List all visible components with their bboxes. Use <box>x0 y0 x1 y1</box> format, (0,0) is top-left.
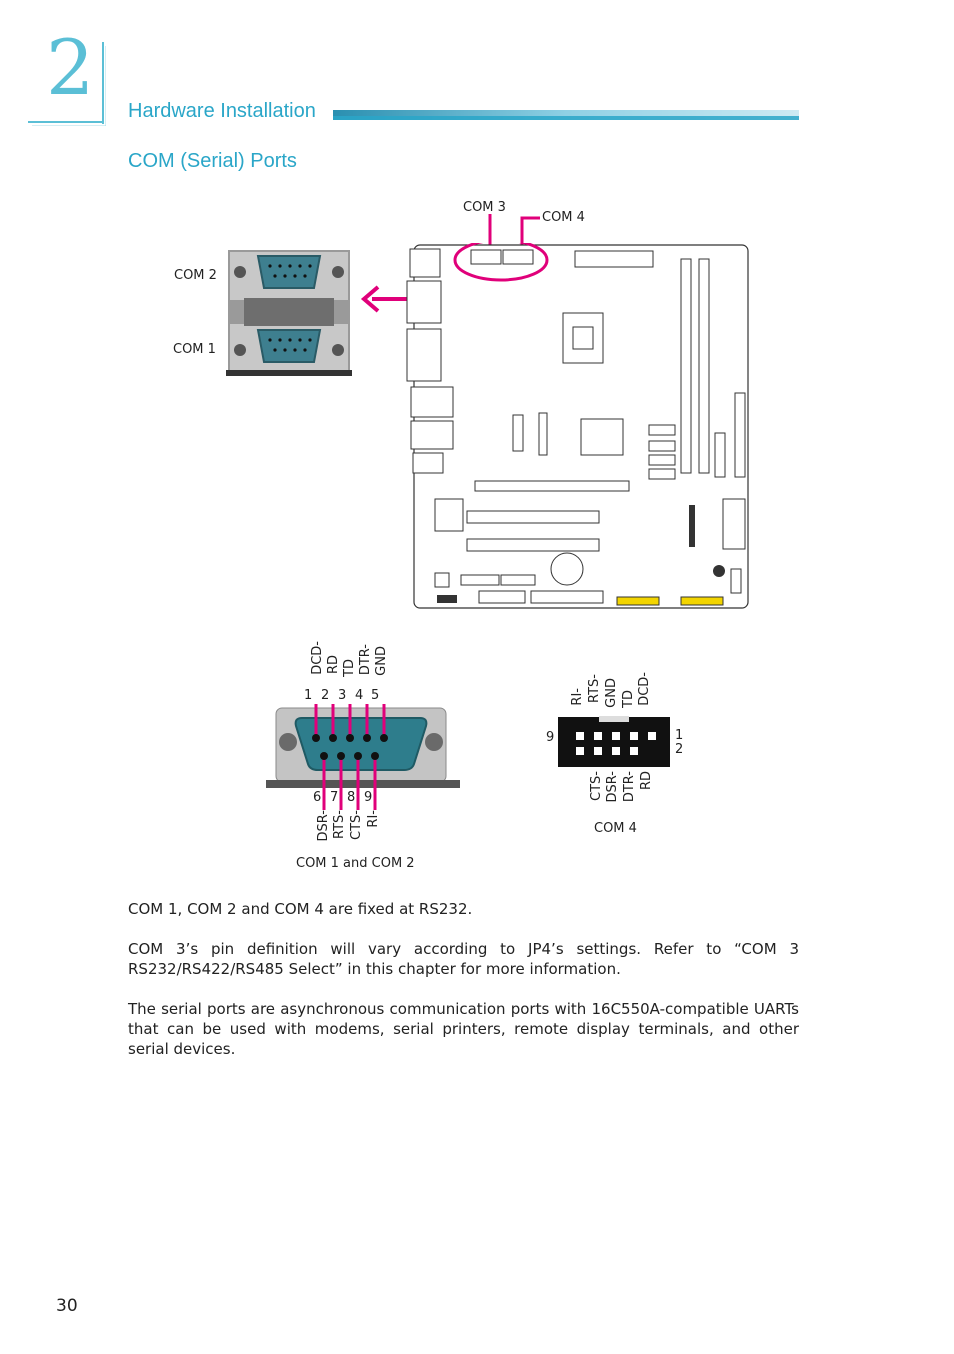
com4-pin-1: 1 <box>675 728 684 743</box>
db9-caption: COM 1 and COM 2 <box>296 856 415 871</box>
com4-label: COM 4 <box>542 210 585 225</box>
db9-pin-7: 7 <box>330 790 339 805</box>
db9-pin-3: 3 <box>338 688 347 703</box>
db9-pin-5: 5 <box>371 688 380 703</box>
com2-label: COM 2 <box>174 268 217 283</box>
db9-signal-dsr: DSR- <box>316 810 331 842</box>
com4-caption: COM 4 <box>594 821 637 836</box>
com4-signal-dcd: DCD- <box>637 672 652 706</box>
paragraph-serial-description: The serial ports are asynchronous commun… <box>128 1000 799 1058</box>
com4-signal-dsr: DSR- <box>605 771 620 803</box>
chapter-number: 2 <box>46 23 95 112</box>
db9-signal-gnd: GND <box>374 646 389 676</box>
chapter-number-frame <box>28 42 106 126</box>
com4-signal-gnd: GND <box>604 678 619 708</box>
db9-signal-dtr: DTR- <box>358 644 373 676</box>
db9-signal-rd: RD <box>326 655 341 675</box>
page-number: 30 <box>56 1296 78 1316</box>
db9-pin-leaders <box>312 704 388 810</box>
section-title: COM (Serial) Ports <box>128 150 297 172</box>
com4-header-image <box>558 716 670 767</box>
db9-signal-cts: CTS- <box>349 810 364 840</box>
com4-signal-td: TD <box>621 690 636 708</box>
paragraph-com3-definition: COM 3’s pin definition will vary accordi… <box>128 940 799 978</box>
chapter-title: Hardware Installation <box>128 100 316 122</box>
com4-signal-rts: RTS- <box>587 674 602 703</box>
db9-signal-ri: RI- <box>366 810 381 828</box>
paragraph-fixed-rs232: COM 1, COM 2 and COM 4 are fixed at RS23… <box>128 900 473 918</box>
com1-label: COM 1 <box>173 342 216 357</box>
db9-pin-4: 4 <box>355 688 364 703</box>
db9-pin-1: 1 <box>304 688 313 703</box>
com4-signal-dtr: DTR- <box>622 771 637 803</box>
db9-pin-9: 9 <box>364 790 373 805</box>
com4-signal-ri: RI- <box>570 688 585 706</box>
com-header-leaders <box>488 214 540 246</box>
header-gradient-bar <box>333 110 799 120</box>
com4-signal-rd: RD <box>639 771 654 791</box>
db9-signal-rts: RTS- <box>332 810 347 839</box>
db9-pin-6: 6 <box>313 790 322 805</box>
db9-connector-image <box>266 707 460 788</box>
com3-label: COM 3 <box>463 200 506 215</box>
motherboard-diagram <box>406 243 749 609</box>
db9-pin-2: 2 <box>321 688 330 703</box>
com4-pin-9: 9 <box>546 730 555 745</box>
com4-pin-2: 2 <box>675 742 684 757</box>
db9-pin-8: 8 <box>347 790 356 805</box>
db9-signal-td: TD <box>342 659 357 677</box>
db9-signal-dcd: DCD- <box>310 641 325 675</box>
arrow-left-icon <box>360 285 412 313</box>
rear-com-connector-image <box>226 250 352 376</box>
com4-signal-cts: CTS- <box>589 771 604 801</box>
